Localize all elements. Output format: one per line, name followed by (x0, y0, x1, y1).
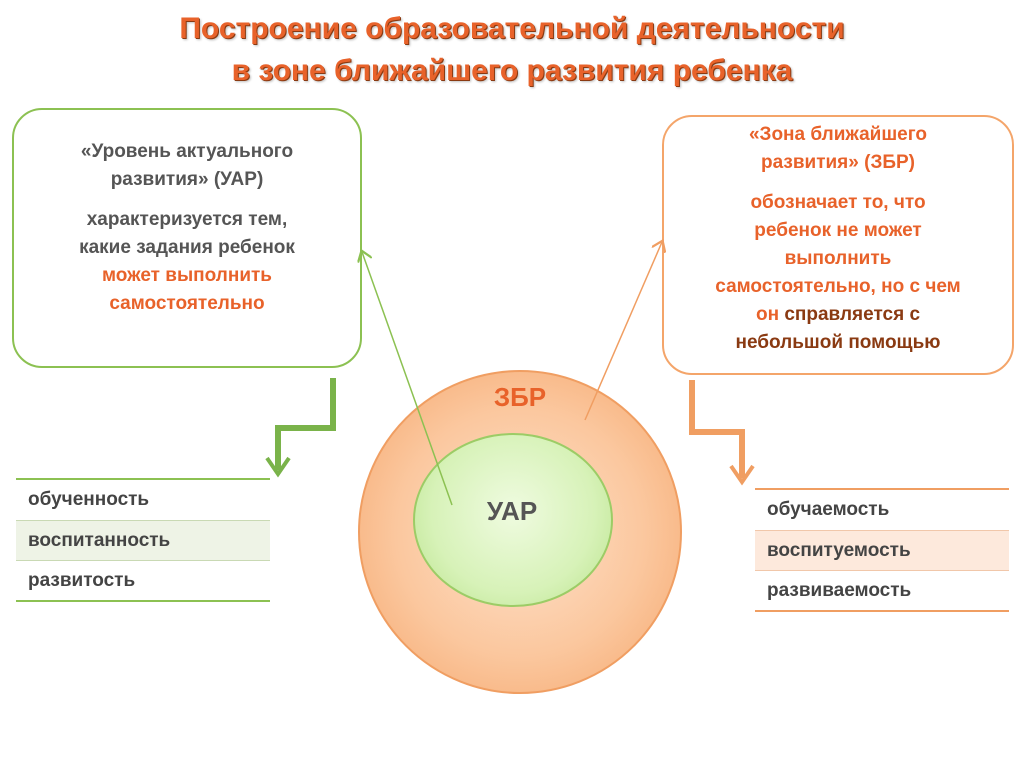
zbr-heading-line-2: развития» (ЗБР) (760, 152, 915, 173)
uar-desc-line-2: какие задания ребенок (79, 237, 295, 258)
uar-desc-line-1: характеризуется тем, (86, 209, 288, 230)
uar-heading-line-1: «Уровень актуального (80, 141, 294, 162)
uar-heading-line-2: развития» (УАР) (110, 169, 264, 190)
zbr-desc-line-2: ребенок не может (754, 220, 922, 241)
list-item: воспитанность (16, 520, 270, 560)
list-item: обучаемость (767, 499, 890, 520)
uar-to-box-line (362, 252, 453, 506)
list-item: обученность (28, 489, 150, 510)
title-line-1: Построение образовательной деятельности (179, 12, 845, 45)
uar-inner-circle (413, 433, 613, 607)
zbr-desc-line-5: он справляется с (680, 301, 996, 329)
uar-circle-label: УАР (486, 496, 538, 526)
zbr-heading-line-1: «Зона ближайшего (748, 124, 928, 145)
zbr-desc-line-4: самостоятельно, но с чем (715, 276, 961, 297)
green-elbow-arrow (275, 378, 336, 470)
list-item: развиваемость (755, 570, 1009, 610)
orange-elbow-arrow (689, 380, 745, 478)
uar-description-box: «Уровень актуального развития» (УАР) хар… (12, 108, 362, 368)
title-line-2: в зоне ближайшего развития ребенка (231, 54, 793, 87)
uar-desc-line-3: может выполнить (101, 265, 272, 286)
uar-desc-line-4: самостоятельно (109, 293, 265, 314)
list-item: воспитуемость (755, 530, 1009, 570)
zbr-to-box-line (584, 242, 662, 421)
list-item: развитость (16, 560, 270, 600)
page-title: Построение образовательной деятельности … (0, 8, 1024, 92)
zbr-circle-label: ЗБР (493, 382, 547, 412)
uar-qualities-list: обученность воспитанность развитость (16, 478, 270, 602)
zbr-qualities-list: обучаемость воспитуемость развиваемость (755, 488, 1009, 612)
zbr-desc-line-1: обозначает то, что (750, 192, 926, 213)
zbr-desc-line-5b: справляется с (784, 304, 921, 325)
zbr-desc-line-5a: он (755, 304, 780, 325)
zbr-desc-line-6: небольшой помощью (735, 332, 941, 353)
zbr-desc-line-3: выполнить (784, 248, 892, 269)
orange-arrowhead (729, 464, 755, 486)
green-arrowhead (265, 456, 291, 478)
